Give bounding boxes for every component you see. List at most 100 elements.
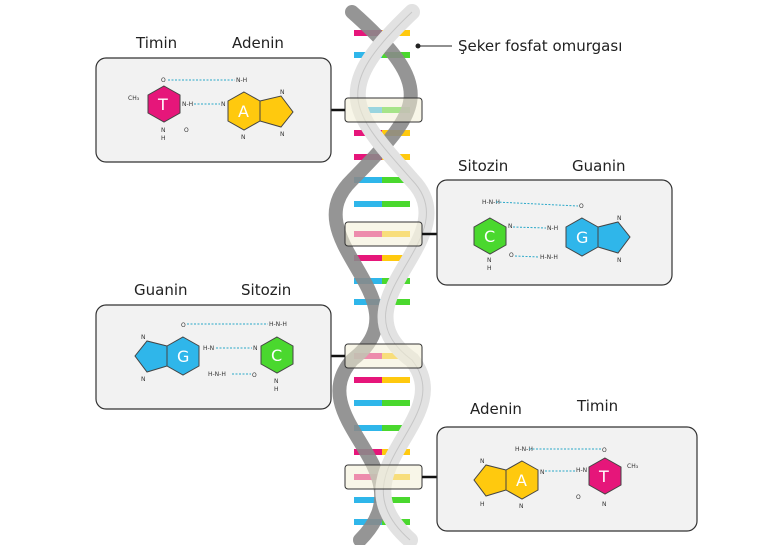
panel-2-left-letter: C [484, 227, 495, 246]
panel-3-atom-n-low: N [274, 378, 279, 385]
rung-left-12 [354, 377, 382, 383]
panel-1-atom-h: H [161, 135, 166, 142]
panel-3-cytosine-ring [260, 336, 294, 374]
panel-4-atom-n-low: N [602, 501, 607, 508]
panel-4-atom-n-bot1: N [519, 503, 524, 510]
panel-1-box [95, 57, 332, 163]
panel-1-atom-n-bot1: N [241, 134, 246, 141]
panel-1-atom-ch3: CH₃ [128, 95, 140, 102]
backbone-label-group: Şeker fosfat omurgası [415, 37, 622, 55]
panel-1-atom-n-ring: N [280, 89, 285, 96]
rung-left-14 [354, 425, 382, 431]
panel-2-atom-n1: N [508, 223, 513, 230]
panel-4-atom-n-ring: N [480, 458, 485, 465]
panel-1-atom-nh2: N-H [236, 77, 247, 84]
panel-2-atom-nh2: H-N-H [482, 199, 500, 206]
panel-1-atom-n-mid: N [221, 101, 226, 108]
highlight-box-1 [344, 97, 423, 123]
panel-3-atom-h: H [274, 386, 279, 393]
panel-4-atom-hn: H-N [576, 467, 587, 474]
panel-4-atom-n-mid: N [540, 469, 545, 476]
panel-3: Guanin Sitozin G C O H-N H-N-H N N H-N-H… [95, 281, 332, 410]
panel-4-left-label: Adenin [470, 400, 522, 418]
panel-4-atom-ch3: CH₃ [627, 463, 639, 470]
highlight-box-3 [344, 343, 423, 369]
dna-double-helix [328, 4, 435, 545]
panel-3-atom-nh2: H-N-H [269, 321, 287, 328]
panel-4-atom-o-top: O [602, 447, 607, 454]
panel-2-cytosine-ring [473, 217, 507, 255]
rung-left-13 [354, 400, 382, 406]
rung-right-13 [382, 400, 410, 406]
panel-3-right-label: Sitozin [241, 281, 291, 299]
panel-4-left-letter: A [516, 471, 527, 490]
panel-2-right-letter: G [576, 228, 588, 247]
panel-3-atom-o-top: O [181, 322, 186, 329]
panel-4-atom-h: H [480, 501, 485, 508]
panel-3-atom-n1: N [253, 345, 258, 352]
panel-3-left-letter: G [177, 347, 189, 366]
rung-right-12 [382, 377, 410, 383]
panel-1-atom-n-bot2: N [280, 131, 285, 138]
panel-1: Timin Adenin T A O CH₃ N-H O N H N-H N N… [95, 34, 332, 163]
highlight-box-4 [344, 464, 423, 490]
panel-1-thymine-ring [147, 85, 181, 123]
rung-left-6 [354, 201, 382, 207]
panel-3-atom-nh: H-N [203, 345, 214, 352]
panel-2: Sitozin Guanin C G H-N-H N O N H O N-H H… [436, 157, 673, 286]
panel-1-atom-n-low: N [161, 127, 166, 134]
panel-3-atom-o1: O [252, 372, 257, 379]
panel-3-right-letter: C [271, 346, 282, 365]
panel-2-atom-o1: O [509, 252, 514, 259]
rung-left-8 [354, 255, 382, 261]
panel-4: Adenin Timin A T H-N-H N N N H H-N O CH₃… [436, 397, 698, 532]
panel-4-atom-nh2: H-N-H [515, 446, 533, 453]
helix-highlight-boxes [344, 97, 423, 490]
panel-connectors [331, 108, 437, 479]
rung-right-8 [382, 255, 410, 261]
panel-3-atom-n-bot: N [141, 376, 146, 383]
panel-2-hbond-1 [495, 201, 579, 207]
panel-1-left-letter: T [157, 95, 168, 114]
panel-2-atom-n-bot: N [617, 257, 622, 264]
rung-left-17 [354, 497, 382, 503]
panel-4-adenine-six-ring [505, 460, 539, 500]
panel-2-atom-h: H [487, 265, 492, 272]
panel-1-right-label: Adenin [232, 34, 284, 52]
backbone-pointer-dot [415, 43, 421, 49]
rung-right-17 [382, 497, 410, 503]
panel-4-right-letter: T [598, 467, 609, 486]
highlight-box-2 [344, 221, 423, 247]
rung-right-5 [382, 177, 410, 183]
panel-2-right-label: Guanin [572, 157, 626, 175]
panel-1-left-label: Timin [135, 34, 177, 52]
backbone-label: Şeker fosfat omurgası [458, 37, 622, 55]
panel-3-atom-n-ring: N [141, 334, 146, 341]
panel-3-left-label: Guanin [134, 281, 188, 299]
panel-2-atom-nh: N-H [547, 225, 558, 232]
panel-1-atom-nh: N-H [182, 101, 193, 108]
rung-left-5 [354, 177, 382, 183]
panel-3-atom-hnh: H-N-H [208, 371, 226, 378]
panel-3-guanine-six-ring [166, 336, 200, 376]
panel-4-box [436, 426, 698, 532]
panel-1-right-letter: A [238, 102, 249, 121]
rung-right-14 [382, 425, 410, 431]
panel-3-box [95, 304, 332, 410]
panel-2-atom-o-top: O [579, 203, 584, 210]
rung-right-6 [382, 201, 410, 207]
panel-2-guanine-five-ring [597, 221, 631, 254]
panel-1-adenine-five-ring [259, 95, 294, 128]
panel-4-thymine-ring [588, 457, 622, 495]
panel-2-atom-n-ring: N [617, 215, 622, 222]
panel-2-atom-n-low: N [487, 257, 492, 264]
panel-4-atom-o-bottom: O [576, 494, 581, 501]
panel-1-atom-o-top: O [161, 77, 166, 84]
panel-2-box [436, 179, 673, 286]
panel-1-atom-o-bottom: O [184, 127, 189, 134]
panel-2-left-label: Sitozin [458, 157, 508, 175]
panel-4-right-label: Timin [576, 397, 618, 415]
panel-2-hbond-3 [514, 255, 540, 258]
panel-2-atom-hnh: H-N-H [540, 254, 558, 261]
